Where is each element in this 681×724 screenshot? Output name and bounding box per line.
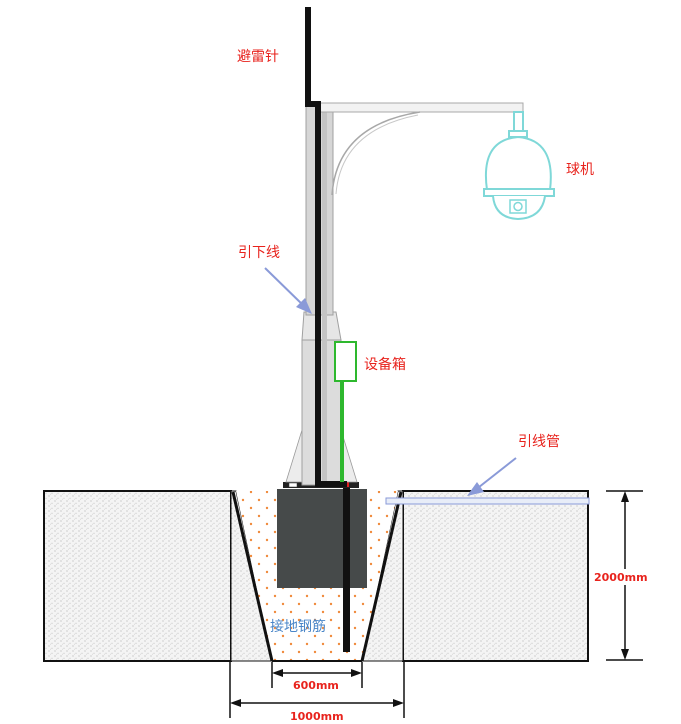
pit-left-wall: [231, 491, 274, 662]
top-width-arrow-left: [230, 699, 241, 707]
lightning-rod: [305, 7, 311, 107]
soil-right-block: [402, 490, 589, 662]
top-width-arrow-right: [393, 699, 404, 707]
label-conduit: 引线管: [518, 434, 560, 450]
conduit-pointer: [473, 457, 517, 492]
arm-brace: [331, 111, 421, 196]
base-gusset-left: [285, 429, 303, 483]
label-down-conductor: 引下线: [238, 245, 280, 261]
arm-brace-inner: [335, 114, 419, 195]
base-bolt: [288, 482, 298, 488]
depth-arrow-down: [621, 649, 629, 660]
label-equipment-box: 设备箱: [364, 356, 406, 373]
equipment-box: [334, 341, 357, 382]
conduit-arrowhead: [467, 482, 484, 496]
label-bottom-width: 600mm: [293, 679, 339, 692]
depth-label-bg: [593, 569, 649, 585]
pole-collar: [301, 311, 342, 341]
pole-highlight: [322, 103, 327, 483]
label-lightning-rod: 避雷针: [237, 49, 279, 65]
label-ground-rebar: 接地钢筋: [270, 618, 326, 635]
label-top-width: 1000mm: [290, 710, 344, 723]
down-conductor: [315, 103, 321, 487]
bottom-width-arrow-left: [272, 669, 283, 677]
down-conductor-foot: [315, 481, 347, 487]
concrete-foundation: [277, 489, 367, 588]
pit-right-wall: [360, 491, 403, 662]
depth-arrow-up: [621, 491, 629, 502]
bottom-width-arrow-right: [351, 669, 362, 677]
camera-arm: [319, 102, 524, 113]
soil-left-block: [43, 490, 232, 662]
conduit-pipe: [385, 497, 590, 505]
rod-bend: [305, 101, 321, 107]
green-cable: [340, 380, 344, 482]
down-conductor-arrowhead: [296, 298, 312, 314]
down-conductor-pointer: [264, 267, 307, 309]
ground-rebar: [343, 482, 350, 652]
label-depth: 2000mm: [594, 571, 648, 584]
label-dome-camera: 球机: [566, 162, 594, 178]
dome-camera: [483, 111, 555, 221]
